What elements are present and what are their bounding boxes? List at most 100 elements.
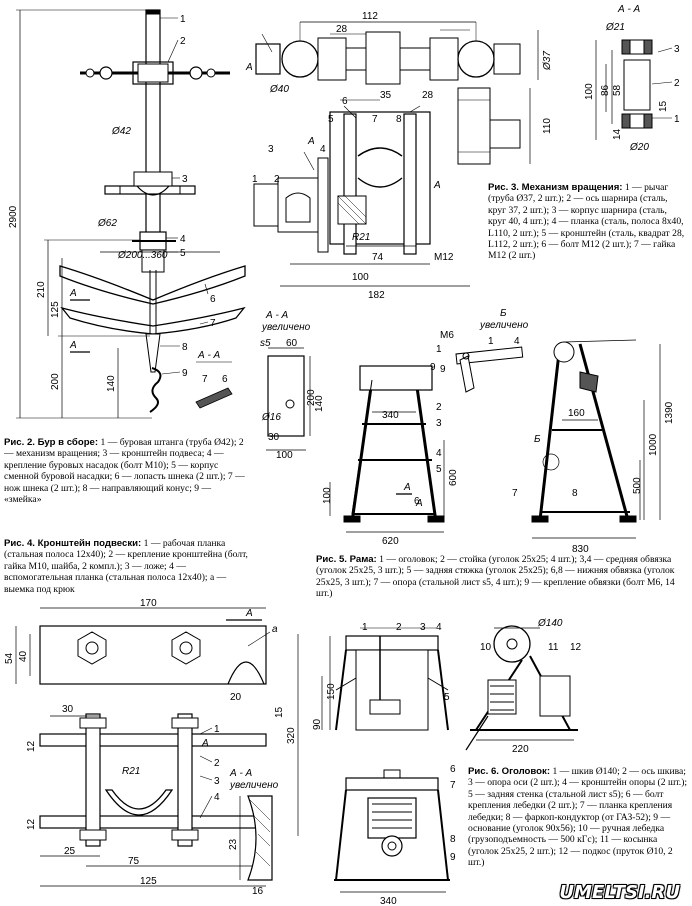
fig4-callout-3: 3 [214, 776, 220, 787]
fig5-callout-8: 8 [572, 488, 578, 499]
fig4-bracket-drawing [15, 607, 299, 887]
fig3-caption-body: 1 — рычаг (труба Ø37, 2 шт.); 2 — ось ша… [488, 182, 685, 262]
fig5-sec-dim-60: 60 [286, 338, 298, 349]
fig2-callout-2: 2 [180, 36, 186, 47]
fig5-sec-dim-100: 100 [276, 450, 293, 461]
fig5-callout-6: 6 [414, 496, 420, 507]
fig6-callout-1: 1 [362, 622, 368, 633]
fig5-labels: А - А увеличено s5 60 140 200 Ø16 30 100… [260, 308, 675, 555]
fig6-callout-2: 2 [396, 622, 402, 633]
fig3-dim-r21: R21 [352, 232, 370, 243]
fig3-callout-8: 8 [396, 114, 402, 125]
fig5-dim-1000: 1000 [648, 433, 659, 456]
fig3-sec-dim-14: 14 [612, 128, 623, 140]
fig5-detail-b-bolt: М6 [440, 330, 454, 341]
fig2-callout-1: 1 [180, 14, 186, 25]
fig4-section-title: А - А [229, 768, 253, 779]
drill-rod [145, 9, 161, 243]
fig5-detail-b-title: Б [500, 308, 507, 319]
fig2-caption-body: 1 — буровая штанга (труба Ø42); 2 — меха… [4, 437, 245, 506]
fig4-dim-12: 12 [26, 818, 37, 830]
fig5-sec-dim-d16: Ø16 [261, 412, 281, 423]
fig3-sec-dim-100: 100 [584, 83, 595, 100]
fig3-sec-dim-15: 15 [658, 100, 669, 112]
fig4-section-sub: увеличено [229, 780, 279, 791]
fig4-callout-1: 1 [214, 724, 220, 735]
serpent-tip [149, 367, 162, 413]
fig3-section-title: А - А [617, 4, 641, 15]
fig4-dim-16: 16 [252, 886, 264, 897]
fig2-section-mark-a2: А [69, 340, 77, 351]
fig5-detail-b-callout-9: 9 [440, 364, 446, 375]
fig2-dim-140: 140 [106, 375, 117, 392]
fig6-head-drawing [321, 625, 578, 893]
fig3-dim-74: 74 [372, 252, 384, 263]
fig6-dim-90: 90 [312, 718, 323, 730]
fig3-a-mark-1: А [245, 62, 253, 73]
fig2-caption-title: Рис. 2. Бур в сборе: [4, 437, 99, 448]
fig3-dim-d37: Ø37 [542, 51, 553, 71]
fig2-dim-d62: Ø62 [97, 218, 117, 229]
fig6-callout-9: 9 [450, 852, 456, 863]
fig5-dim-340: 340 [382, 410, 399, 421]
fig3-dim-182: 182 [368, 290, 385, 301]
fig5-sec-dim-s5: s5 [260, 338, 271, 349]
fig2-dim-125: 125 [50, 301, 61, 318]
auger-blade-upper [59, 265, 246, 305]
fig5-dim-600: 600 [448, 469, 459, 486]
fig4-caption-body: 1 — рабочая планка (стальная полоса 12х4… [4, 538, 248, 595]
fig5-a-mark-1: А [403, 482, 411, 493]
fig2-dim-210: 210 [36, 281, 47, 298]
fig3-caption-title: Рис. 3. Механизм вращения: [488, 182, 623, 193]
fig5-sec-dim-200: 200 [306, 389, 317, 406]
fig2-callout-3: 3 [182, 174, 188, 185]
fig2-dim-2900: 2900 [8, 205, 19, 228]
fig6-callout-11: 11 [548, 642, 559, 653]
fig5-dim-1390: 1390 [664, 401, 675, 424]
guide-cone [145, 333, 161, 373]
fig3-sec-dim-86: 86 [600, 84, 611, 96]
fig2-dim-d200-360: Ø200...360 [117, 250, 168, 261]
fig2-section-label-7: 7 [202, 374, 208, 385]
fig4-dim-15: 15 [274, 706, 285, 718]
fig5-sec-dim-140: 140 [314, 395, 325, 412]
fig4-dim-r21: R21 [122, 766, 140, 777]
fig5-frame-drawing [266, 339, 661, 539]
fig5-detail-b-callout-1: 1 [488, 336, 494, 347]
fig5-callout-5: 5 [436, 464, 442, 475]
fig4-dim-12b: 12 [26, 740, 37, 752]
fig6-callout-6: 6 [450, 764, 456, 775]
fig3-labels: 112 28 Ø37 Ø40 35 28 110 R21 74 100 182 … [245, 4, 680, 301]
fig5-detail-b-callout-4: 4 [514, 336, 520, 347]
fig3-a-mark-2: А [307, 136, 315, 147]
hanger-bracket [104, 185, 196, 195]
fig4-dim-30: 30 [62, 704, 74, 715]
fig3-dim-110: 110 [542, 118, 553, 134]
fig2-section-label-6: 6 [222, 374, 228, 385]
fig3-callout-1: 1 [252, 174, 258, 185]
fig4-a-mark-2: А [201, 738, 209, 749]
fig6-caption-body: 1 — шкив Ø140; 2 — ось шкива; 3 — опора … [468, 766, 688, 869]
fig5-callout-3: 3 [436, 418, 442, 429]
fig5-callout-1: 1 [436, 344, 442, 355]
fig6-callout-3: 3 [420, 622, 426, 633]
fig5-a-mark-2: А [415, 498, 423, 509]
fig3-callout-6: 6 [342, 96, 348, 107]
fig6-caption: Рис. 6. Оголовок: 1 — шкив Ø140; 2 — ось… [468, 766, 688, 869]
fig5-dim-500: 500 [632, 477, 643, 494]
fig5-callout-9: 9 [430, 362, 436, 373]
fig2-dim-200: 200 [50, 373, 61, 390]
fig4-dim-25: 25 [64, 846, 76, 857]
fig6-dim-220: 220 [512, 744, 529, 755]
fig6-callout-4: 4 [436, 622, 442, 633]
fig3-caption: Рис. 3. Механизм вращения: 1 — рычаг (тр… [488, 182, 686, 262]
fig3-dim-m12: М12 [434, 252, 454, 263]
fig3-dim-28b: 28 [422, 90, 434, 101]
fig2-callout-4: 4 [180, 234, 186, 245]
fig6-dim-150: 150 [326, 683, 337, 700]
fig3-sec-dim-d21: Ø21 [605, 22, 625, 33]
fig4-dim-125: 125 [140, 876, 157, 887]
fig2-callout-7: 7 [210, 318, 216, 329]
fig6-callout-5: 5 [444, 692, 450, 703]
